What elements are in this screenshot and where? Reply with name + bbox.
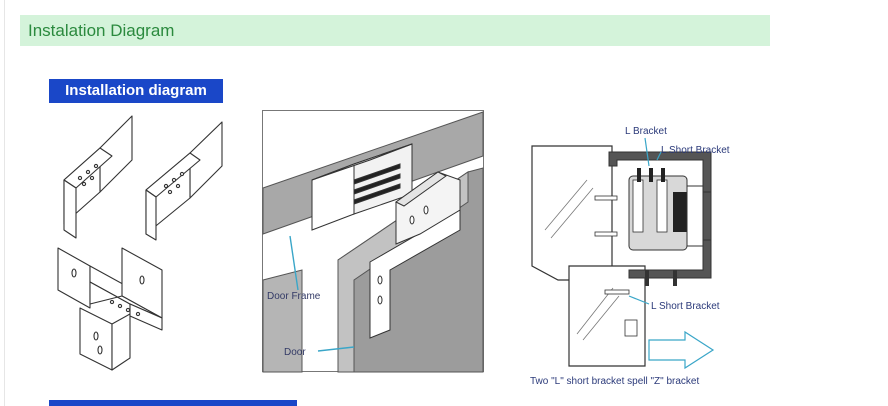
diagram-badge: Installation diagram (49, 79, 223, 103)
l-short-bracket-top-label: L Short Bracket (661, 145, 730, 156)
door-bracket (369, 171, 461, 339)
l-bracket-shape (608, 151, 712, 279)
bracket-cross-section: L Bracket L Short Bracket L Short Bracke… (530, 126, 730, 387)
page-left-border (4, 0, 5, 406)
door-label: Door (284, 347, 306, 358)
caption-z-bracket: Two "L" short bracket spell "Z" bracket (530, 376, 699, 387)
installation-scene: Door Frame Door (262, 110, 484, 373)
section-title: Instalation Diagram (28, 21, 175, 40)
door-frame-label: Door Frame (267, 291, 321, 302)
l-short-bracket-bottom-label: L Short Bracket (651, 301, 720, 312)
door-outline (568, 265, 646, 367)
z-bracket-figure (57, 247, 163, 371)
l-bracket-figure-1 (63, 115, 133, 239)
direction-arrow (648, 330, 715, 370)
bracket-illustrations (57, 115, 223, 371)
section-header: Instalation Diagram (20, 15, 770, 46)
l-bracket-figure-2 (145, 121, 223, 241)
next-section-bar (49, 400, 297, 406)
magnetic-lock (311, 143, 413, 231)
l-bracket-label: L Bracket (625, 126, 667, 137)
